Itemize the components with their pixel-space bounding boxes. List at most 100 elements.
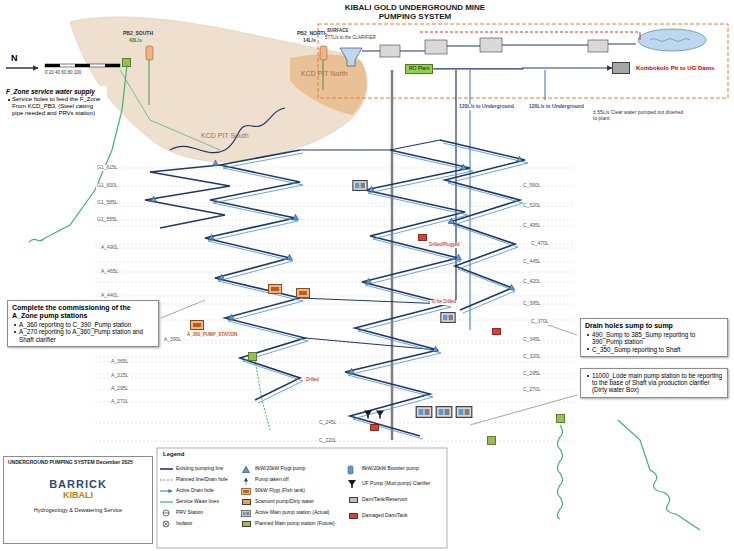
map-label: C_245L (318, 420, 338, 426)
node-text: RO Plant (409, 66, 429, 72)
node-text: Complete the commissioning of the A_Zone… (12, 304, 154, 320)
legend-text: 8kW/20kW Booster pump (362, 466, 419, 472)
map-label: A_315L (110, 373, 129, 379)
node-text: KIBALI (8, 490, 148, 500)
map-label: ± 55L/s Clear water pumped out diverted … (592, 110, 686, 121)
node-text: Kombokolo Pit to UG Dams (635, 65, 715, 72)
legend-swatch (349, 497, 358, 503)
map-label: 14L/s (302, 38, 317, 44)
map-label: C_345L (522, 337, 542, 343)
map-label: G1_615L (96, 165, 119, 171)
pump-symbols (151, 156, 565, 444)
pit-ramp (170, 108, 285, 153)
node-text: A_270 reporting to A_360_Pump station an… (12, 328, 154, 342)
drain-hole (618, 420, 700, 530)
info-box: UNDERGROUND PUMPING SYSTEM December 2025… (3, 456, 153, 544)
node-text: F_Zone service water supply (6, 88, 104, 95)
legend-text: PRV Station (176, 510, 203, 516)
map-label: C_420L (522, 279, 542, 285)
surface-frame (318, 24, 728, 98)
map-label: PB2_SOUTH (122, 31, 154, 37)
legend-text: Damaged Dam/Tank (362, 513, 408, 519)
map-label: C_320L (522, 354, 542, 360)
map-label: C_395L (522, 301, 542, 307)
node-text: Service holes to feed the F_Zone From KC… (6, 96, 104, 117)
map-label: G1_585L (96, 200, 119, 206)
callout-box: F_Zone service water supplyService holes… (3, 86, 107, 119)
pipe-connector (433, 67, 612, 69)
map-label: C_295L (522, 371, 542, 377)
map-label: C_370L (530, 319, 550, 325)
scale-bar (45, 64, 120, 67)
callout-box: Complete the commissioning of the A_Zone… (7, 300, 159, 347)
legend-swatch (349, 513, 358, 519)
map-label: Drilled (305, 378, 320, 383)
drain-hole (558, 425, 563, 519)
map-label: 0 20 40 60 80 100 (44, 71, 82, 76)
legend-text: UF Pump (Mud pump) Clarifier (362, 481, 430, 487)
map-label: A_390L (163, 337, 182, 343)
map-label: SURFACE (326, 29, 350, 34)
legend-text: Service Water lines (176, 499, 219, 505)
map-label: A_440L (100, 293, 119, 299)
node-text: BARRICK (8, 478, 148, 491)
map-label: C_220L (318, 438, 338, 444)
map-label: N (10, 54, 19, 64)
map-label: Legend (162, 451, 185, 458)
legend-text: Planned Main pump station (Future) (255, 521, 335, 527)
legend-frame (157, 448, 447, 548)
map-label: A_360_PUMP_STATION (186, 333, 238, 338)
legend-text: Isolator (176, 521, 192, 527)
map-label: C_560L (522, 183, 542, 189)
legend-text: Planned line/Drain hole (176, 477, 228, 483)
legend-text: 90kW Flygt (Fish tank) (255, 488, 305, 494)
node-text: UNDERGROUND PUMPING SYSTEM December 2025 (8, 460, 148, 466)
legend-swatch (242, 499, 251, 505)
legend-text: Scamont pump/Dirty water (255, 499, 314, 505)
map-label: A_490L (100, 245, 119, 251)
leader-line (548, 325, 577, 335)
map-label: A_465L (100, 269, 119, 275)
node-text: 490_Sump to 385_Sump reporting to 390_Pu… (585, 331, 723, 345)
node-text: A_360 reporting to C_390_Pump station (12, 321, 154, 328)
node-text: C_350_Sump reporting to Shaft (585, 346, 723, 353)
tank-box: Kombokolo Pit to UG Dams (612, 62, 630, 74)
callout-box: Drain holes sump to sump490_Sump to 385_… (580, 318, 728, 357)
borehole-symbols (122, 46, 327, 105)
north-arrow (6, 67, 38, 68)
map-label: 577L/s to the CLARIFIER (324, 36, 377, 41)
map-label: To be Drilled (430, 300, 457, 305)
plant-box: RO Plant (405, 64, 433, 74)
legend-text: Existing pumping line (176, 466, 223, 472)
map-label: A_270L (110, 399, 129, 405)
map-label: C_520L (522, 203, 542, 209)
diagram-title: KIBALI GOLD UNDERGROUND MINE PUMPING SYS… (330, 3, 500, 21)
map-label: C_470L (530, 241, 550, 247)
pumping-lines (120, 70, 528, 439)
map-label: C_495L (522, 223, 542, 229)
map-label: 43L/s (128, 38, 143, 44)
legend-text: Pump taken off (255, 477, 289, 483)
legend-text: 8kW/20kW Flygt pump (255, 466, 305, 472)
legend-text: Dam/Tank/Reservoir (362, 497, 407, 503)
map-label: KCD PIT North (300, 70, 349, 78)
drain-hole (29, 238, 45, 242)
map-label: KCD PIT South (200, 132, 250, 140)
legend-text: Active Main pump station (Actual) (255, 510, 329, 516)
leader-line (470, 395, 577, 425)
map-label: A_295L (110, 386, 129, 392)
map-label: Drilled/Plugged (428, 243, 461, 248)
map-label: C_445L (522, 259, 542, 265)
surface-plant (340, 29, 706, 66)
drain-hole (255, 360, 270, 430)
map-label: G1_600L (96, 183, 119, 189)
callout-box: 11000_Lode main pump station to be repor… (580, 368, 728, 398)
map-label: A_365L (110, 359, 129, 365)
node-text: 11000_Lode main pump station to be repor… (585, 372, 723, 394)
map-label: G1_555L (96, 217, 119, 223)
leader-line (161, 300, 205, 318)
legend-text: Active Drain hole (176, 488, 214, 494)
node-text: Hydrogeology & Dewatering Service (8, 507, 148, 513)
